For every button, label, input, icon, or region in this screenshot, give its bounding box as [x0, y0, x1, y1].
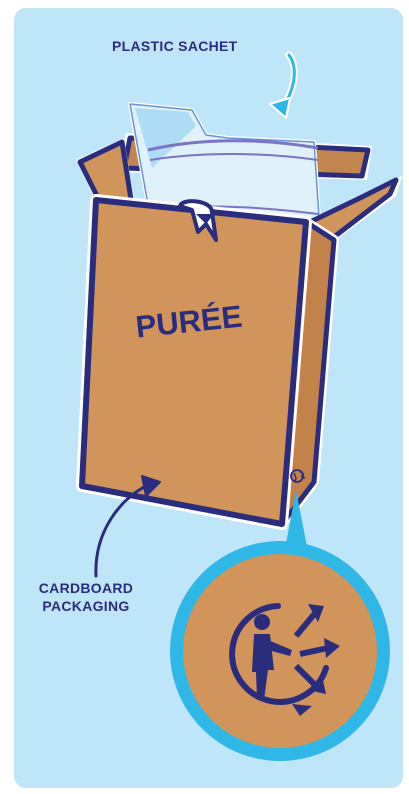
sachet-pointer-arrow	[270, 55, 294, 118]
box-front-face	[82, 200, 306, 524]
